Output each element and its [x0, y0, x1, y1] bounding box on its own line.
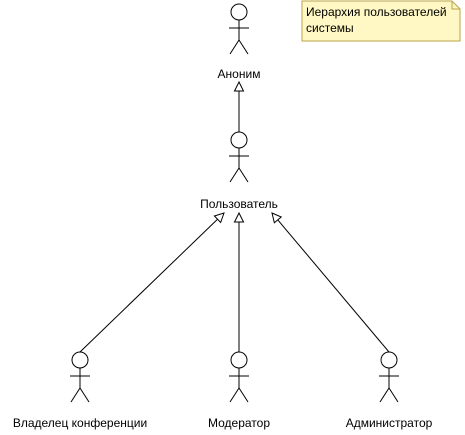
note-text: Иерархия пользователей системы [306, 4, 456, 36]
actor-left-leg [229, 167, 240, 183]
actor-head [230, 131, 248, 149]
actor-label-owner: Владелец конференции [12, 416, 148, 430]
generalization-arrowhead [233, 80, 245, 92]
generalization-owner-to-user[interactable] [79, 212, 225, 353]
note[interactable] [301, 0, 461, 42]
actor-label-admin: Администратор [345, 416, 433, 430]
actor-left-leg [70, 387, 81, 403]
actor-moderator[interactable] [229, 351, 249, 403]
actor-anonym[interactable] [229, 3, 249, 55]
actor-label-moderator: Модератор [207, 416, 271, 430]
actor-label-anonym: Аноним [217, 67, 261, 81]
generalization-arrowhead [271, 212, 283, 224]
actor-admin[interactable] [379, 351, 399, 403]
actor-head [380, 351, 398, 369]
generalization-line [79, 218, 218, 353]
actor-right-leg [79, 387, 90, 403]
actor-left-leg [229, 387, 240, 403]
generalization-user-to-anonym[interactable] [233, 80, 245, 132]
actor-figures [70, 3, 399, 403]
generalization-moderator-to-user[interactable] [233, 211, 245, 352]
generalization-arrowhead [213, 212, 225, 224]
actor-left-leg [379, 387, 390, 403]
actor-label-user: Пользователь [200, 197, 278, 211]
actor-right-leg [238, 167, 249, 183]
actor-owner[interactable] [70, 351, 90, 403]
actor-right-leg [388, 387, 399, 403]
generalization-arrowhead [233, 211, 245, 223]
note-line-2: системы [306, 21, 354, 35]
note-fold [451, 1, 460, 10]
actor-user[interactable] [229, 131, 249, 183]
actor-head [230, 351, 248, 369]
actor-head [230, 3, 248, 21]
generalization-lines [79, 80, 390, 353]
actor-right-leg [238, 387, 249, 403]
actor-right-leg [238, 39, 249, 55]
generalization-admin-to-user[interactable] [271, 212, 390, 353]
note-line-1: Иерархия пользователей [306, 5, 447, 19]
actor-head [71, 351, 89, 369]
generalization-line [277, 219, 390, 353]
actor-left-leg [229, 39, 240, 55]
note-body [301, 0, 461, 42]
